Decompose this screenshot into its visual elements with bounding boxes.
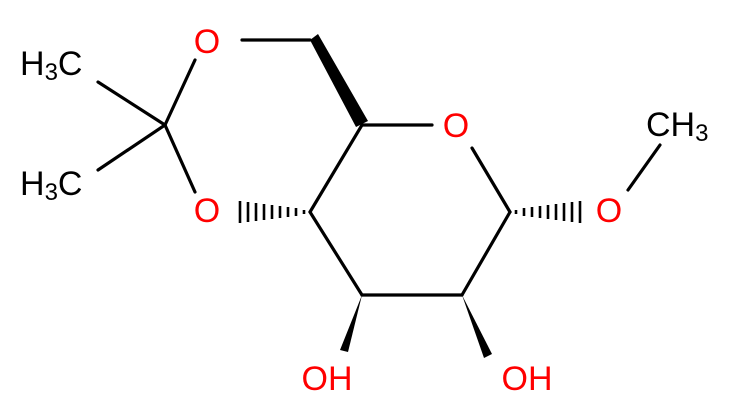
methyl-bottom-left-label: H3C bbox=[20, 165, 82, 206]
bond-quat-c-to-o-bottom bbox=[163, 123, 197, 194]
wedge-ch2-to-c5 bbox=[310, 34, 368, 127]
bond-quat-c-to-methyl-bottom bbox=[96, 123, 167, 172]
methyl-top-left-label: H3C bbox=[20, 45, 82, 86]
bond-ring-o-to-c1 bbox=[470, 146, 512, 214]
atom-labels: O O O O OH OH H3C H3C CH3 bbox=[20, 23, 708, 398]
methyl-top-right-label: CH3 bbox=[646, 106, 708, 147]
hydroxyl-left-label: OH bbox=[302, 360, 353, 398]
ring-oxygen-pyranose: O bbox=[443, 107, 469, 145]
bond-quat-c-to-o-top bbox=[163, 58, 197, 127]
bond-lines bbox=[96, 38, 662, 297]
wedge-c3-to-oh bbox=[340, 295, 362, 352]
wedge-c2-to-oh bbox=[462, 295, 492, 358]
ring-oxygen-bottom-left: O bbox=[194, 192, 220, 230]
hashed-bonds bbox=[238, 201, 582, 223]
bond-c4-to-c5 bbox=[308, 123, 364, 214]
methoxy-oxygen: O bbox=[596, 192, 622, 230]
ring-oxygen-top-left: O bbox=[194, 23, 220, 61]
hydroxyl-right-label: OH bbox=[502, 360, 553, 398]
bond-methoxy-o-to-methyl bbox=[626, 143, 662, 192]
bond-c1-to-c2 bbox=[460, 210, 512, 297]
bond-quat-c-to-methyl-top bbox=[96, 80, 167, 127]
wedge-bonds bbox=[310, 34, 492, 358]
bond-c3-to-c4 bbox=[308, 210, 364, 297]
